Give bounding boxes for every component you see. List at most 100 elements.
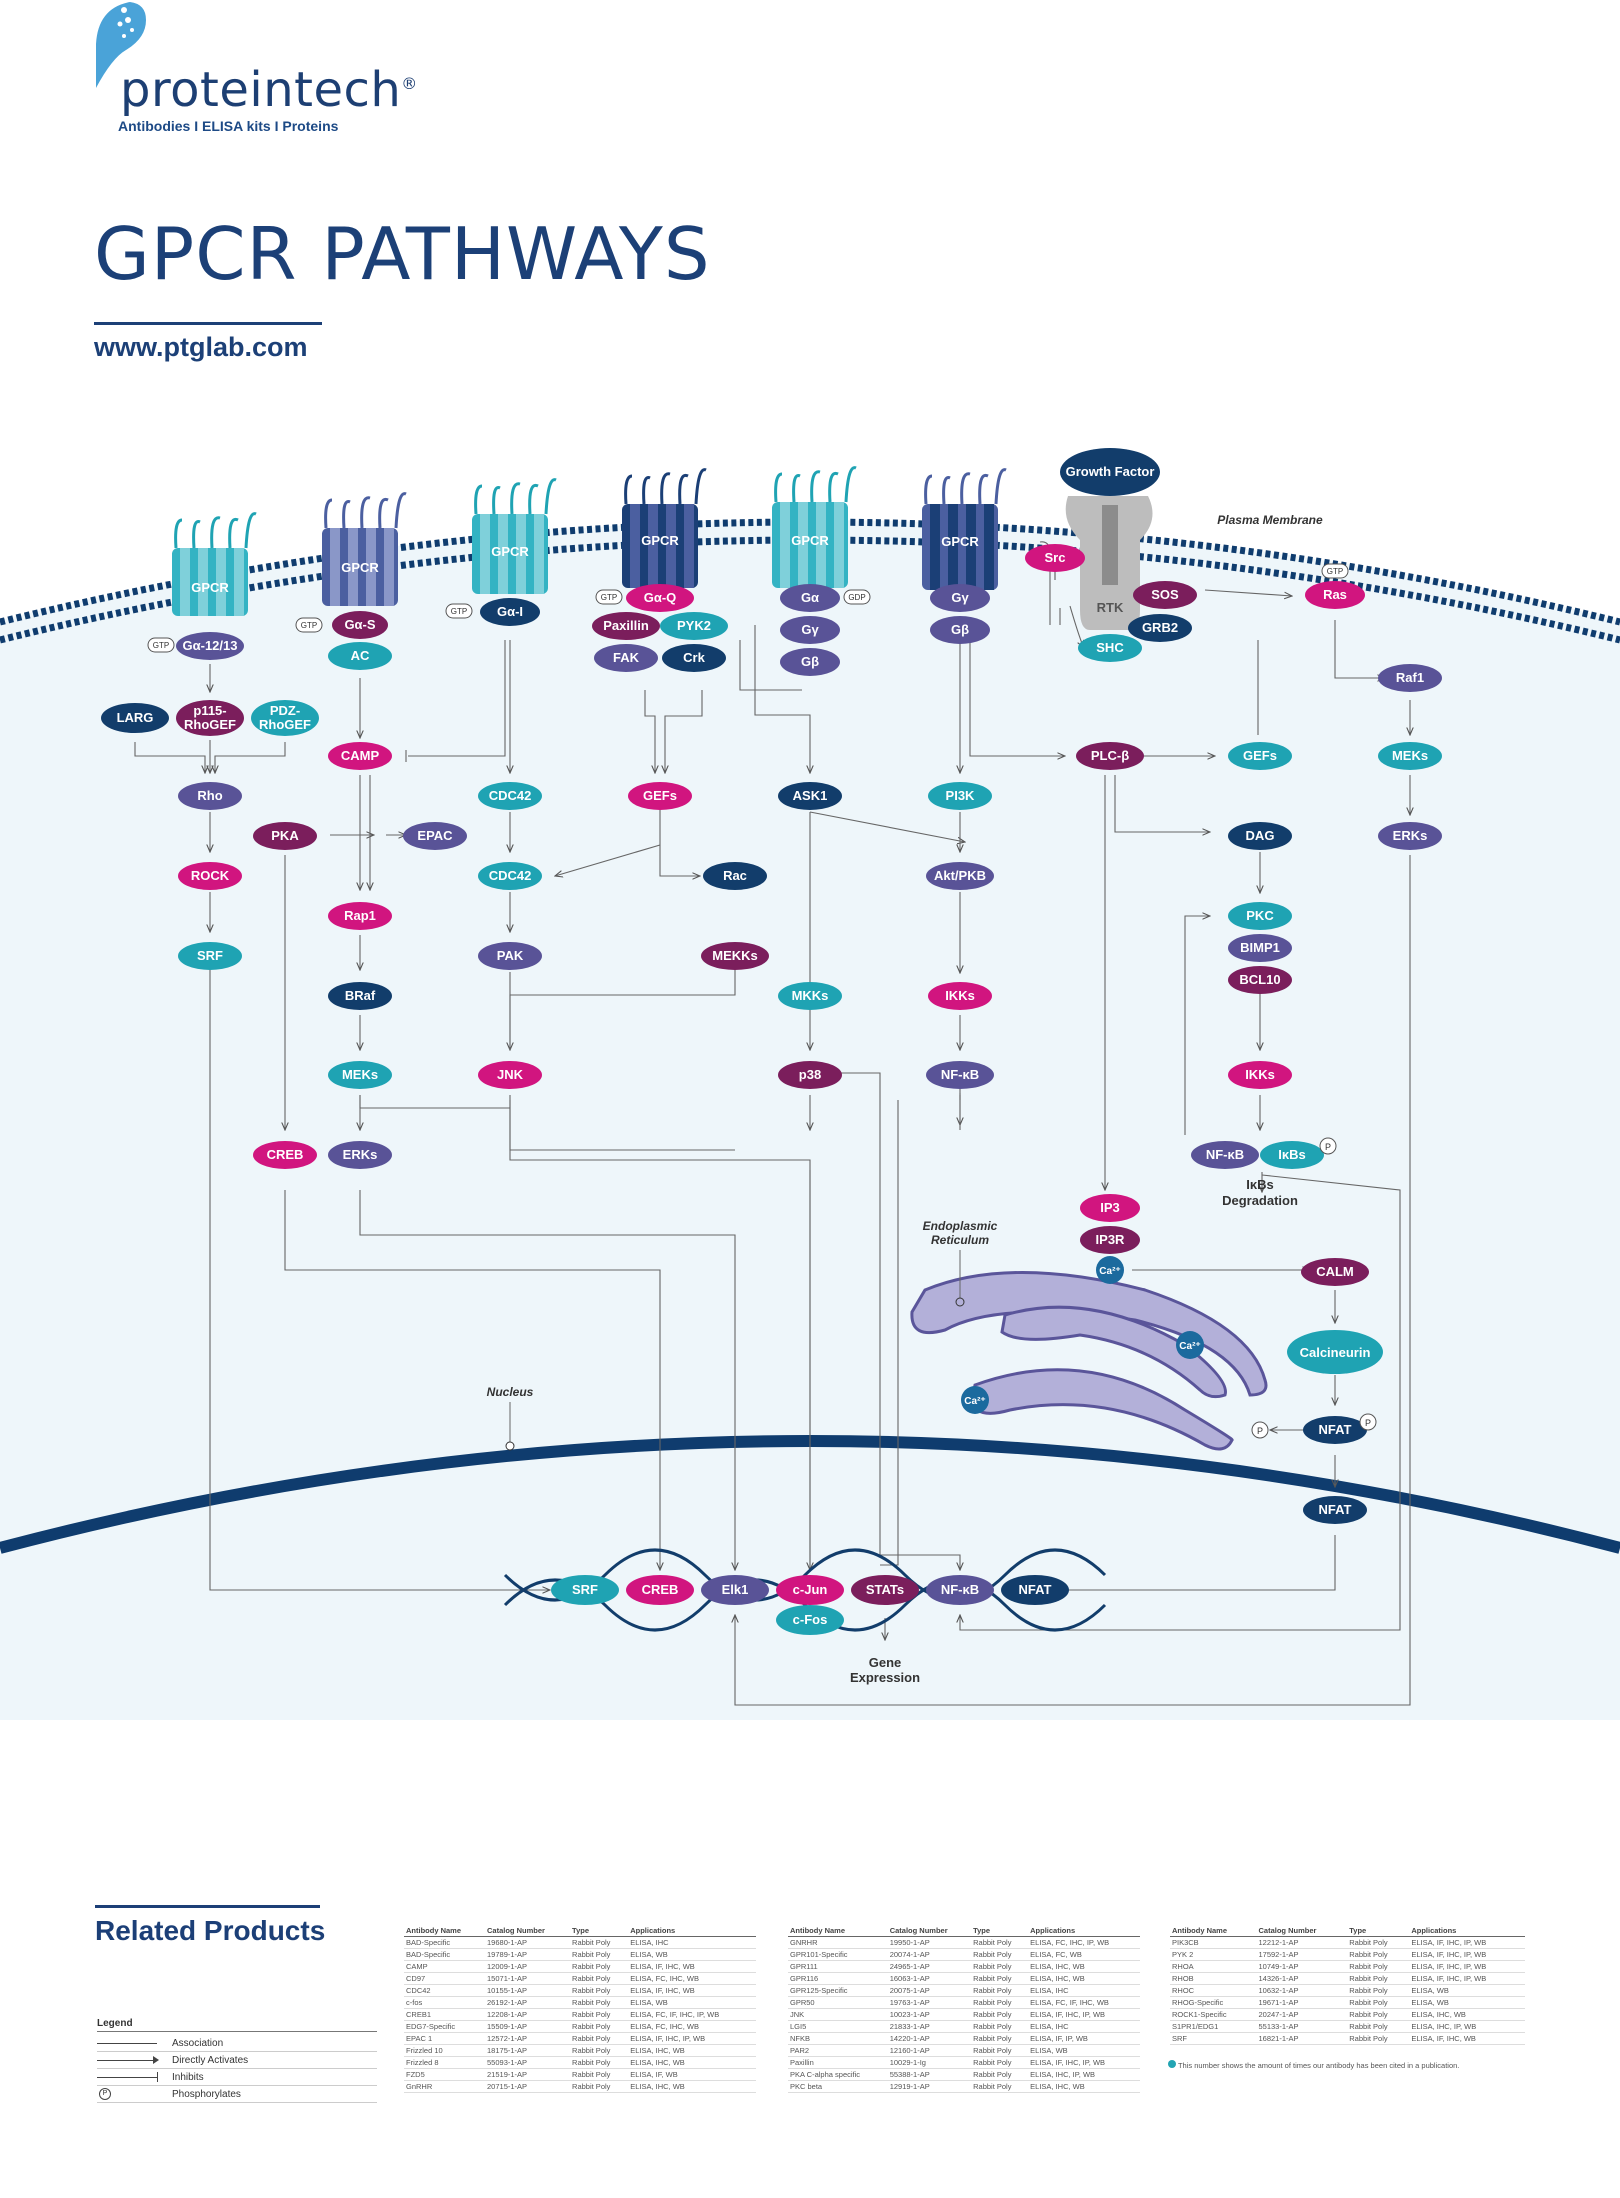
node-meks1: [328, 1061, 392, 1089]
svg-text:SOS: SOS: [1151, 587, 1179, 602]
svg-text:CDC42: CDC42: [489, 868, 532, 883]
node-pyk2: [660, 612, 728, 640]
svg-text:SHC: SHC: [1096, 640, 1124, 655]
node-epac: [403, 822, 467, 850]
node-nfkb2: [1191, 1141, 1259, 1169]
legend-inhibits: Inhibits: [97, 2069, 377, 2086]
svg-text:IκBs: IκBs: [1278, 1147, 1305, 1162]
svg-text:Src: Src: [1045, 550, 1066, 565]
node-ikks2: [1228, 1061, 1292, 1089]
node-raf1: [1378, 664, 1442, 692]
legend-activates: Directly Activates: [97, 2052, 377, 2069]
node-gas: [332, 611, 388, 639]
svg-text:MEKs: MEKs: [1392, 748, 1428, 763]
svg-text:GRB2: GRB2: [1142, 620, 1178, 635]
node-pdz: [251, 700, 319, 736]
node-ikks1: [928, 982, 992, 1010]
table-header: Applications: [1028, 1925, 1140, 1937]
table-header: Type: [1347, 1925, 1410, 1937]
node-cdc42b: [478, 862, 542, 890]
svg-text:PYK2: PYK2: [677, 618, 711, 633]
svg-text:Ca²⁺: Ca²⁺: [1099, 1266, 1120, 1277]
website-link[interactable]: www.ptglab.com: [94, 332, 308, 362]
node-sos: [1133, 581, 1197, 609]
related-products-title: Related Products: [95, 1915, 326, 1946]
svg-text:FAK: FAK: [613, 650, 640, 665]
svg-text:Elk1: Elk1: [722, 1582, 749, 1597]
svg-text:IKKs: IKKs: [1245, 1067, 1275, 1082]
svg-text:ROCK: ROCK: [191, 868, 230, 883]
svg-text:GPCR: GPCR: [491, 544, 529, 559]
svg-text:P: P: [1257, 1426, 1263, 1436]
brand-tagline: Antibodies I ELISA kits I Proteins: [118, 118, 339, 134]
er-label: Endoplasmic: [923, 1219, 998, 1233]
svg-text:LARG: LARG: [117, 710, 154, 725]
citation-note: This number shows the amount of times ou…: [1168, 2060, 1459, 2070]
svg-text:Ca²⁺: Ca²⁺: [964, 1396, 985, 1407]
node-mkks: [778, 982, 842, 1010]
logo-icon: [96, 2, 146, 88]
svg-text:EPAC: EPAC: [417, 828, 453, 843]
dna-helix: [503, 1548, 1107, 1632]
gpcr-pathway-diagram: GPCR GPCR GPCR GPCR GPCR GPCR RTK Growth…: [0, 448, 1620, 1720]
svg-text:Rap1: Rap1: [344, 908, 376, 923]
svg-text:PKC: PKC: [1246, 908, 1274, 923]
node-rock: [178, 862, 242, 890]
node-pak: [478, 942, 542, 970]
svg-text:SRF: SRF: [197, 948, 223, 963]
node-meks2: [1378, 742, 1442, 770]
gpcr-receptor-3: GPCR: [472, 478, 557, 594]
svg-text:p38: p38: [799, 1067, 821, 1082]
title-divider: [94, 322, 322, 325]
node-bcl10: [1228, 966, 1292, 994]
svg-text:Gγ: Gγ: [951, 590, 969, 605]
node-gb2: [930, 616, 990, 644]
node-creb1: [253, 1141, 317, 1169]
svg-text:c-Fos: c-Fos: [793, 1612, 828, 1627]
node-srf2: [551, 1575, 619, 1605]
svg-text:CALM: CALM: [1316, 1264, 1354, 1279]
related-divider: [95, 1905, 320, 1908]
node-ga1213: [176, 632, 244, 660]
gpcr-receptor-5: GPCR: [772, 466, 857, 588]
svg-text:GTP: GTP: [153, 641, 169, 650]
svg-text:Raf1: Raf1: [1396, 670, 1424, 685]
svg-text:GDP: GDP: [848, 593, 865, 602]
svg-text:DAG: DAG: [1246, 828, 1275, 843]
svg-text:Gα-I: Gα-I: [497, 604, 523, 619]
svg-text:Calcineurin: Calcineurin: [1300, 1345, 1371, 1360]
node-ca1: [1096, 1256, 1124, 1284]
node-erks1: [328, 1141, 392, 1169]
svg-text:NF-κB: NF-κB: [941, 1067, 979, 1082]
node-src: [1025, 544, 1085, 572]
node-gaq: [626, 584, 694, 612]
svg-text:BIMP1: BIMP1: [1240, 940, 1280, 955]
svg-text:Gβ: Gβ: [801, 654, 819, 669]
svg-text:GPCR: GPCR: [341, 560, 379, 575]
node-nfat3: [1001, 1575, 1069, 1605]
legend: Legend Association Directly Activates In…: [97, 2018, 377, 2103]
node-gy1: [780, 616, 840, 644]
svg-text:Gβ: Gβ: [951, 622, 969, 637]
svg-text:IP3R: IP3R: [1096, 1232, 1126, 1247]
gene-expression-label-2: Expression: [850, 1670, 920, 1685]
svg-text:GEFs: GEFs: [643, 788, 677, 803]
node-ga: [780, 584, 840, 612]
gpcr-receptor-4: GPCR: [622, 468, 707, 588]
svg-text:ASK1: ASK1: [793, 788, 828, 803]
svg-text:CAMP: CAMP: [341, 748, 380, 763]
